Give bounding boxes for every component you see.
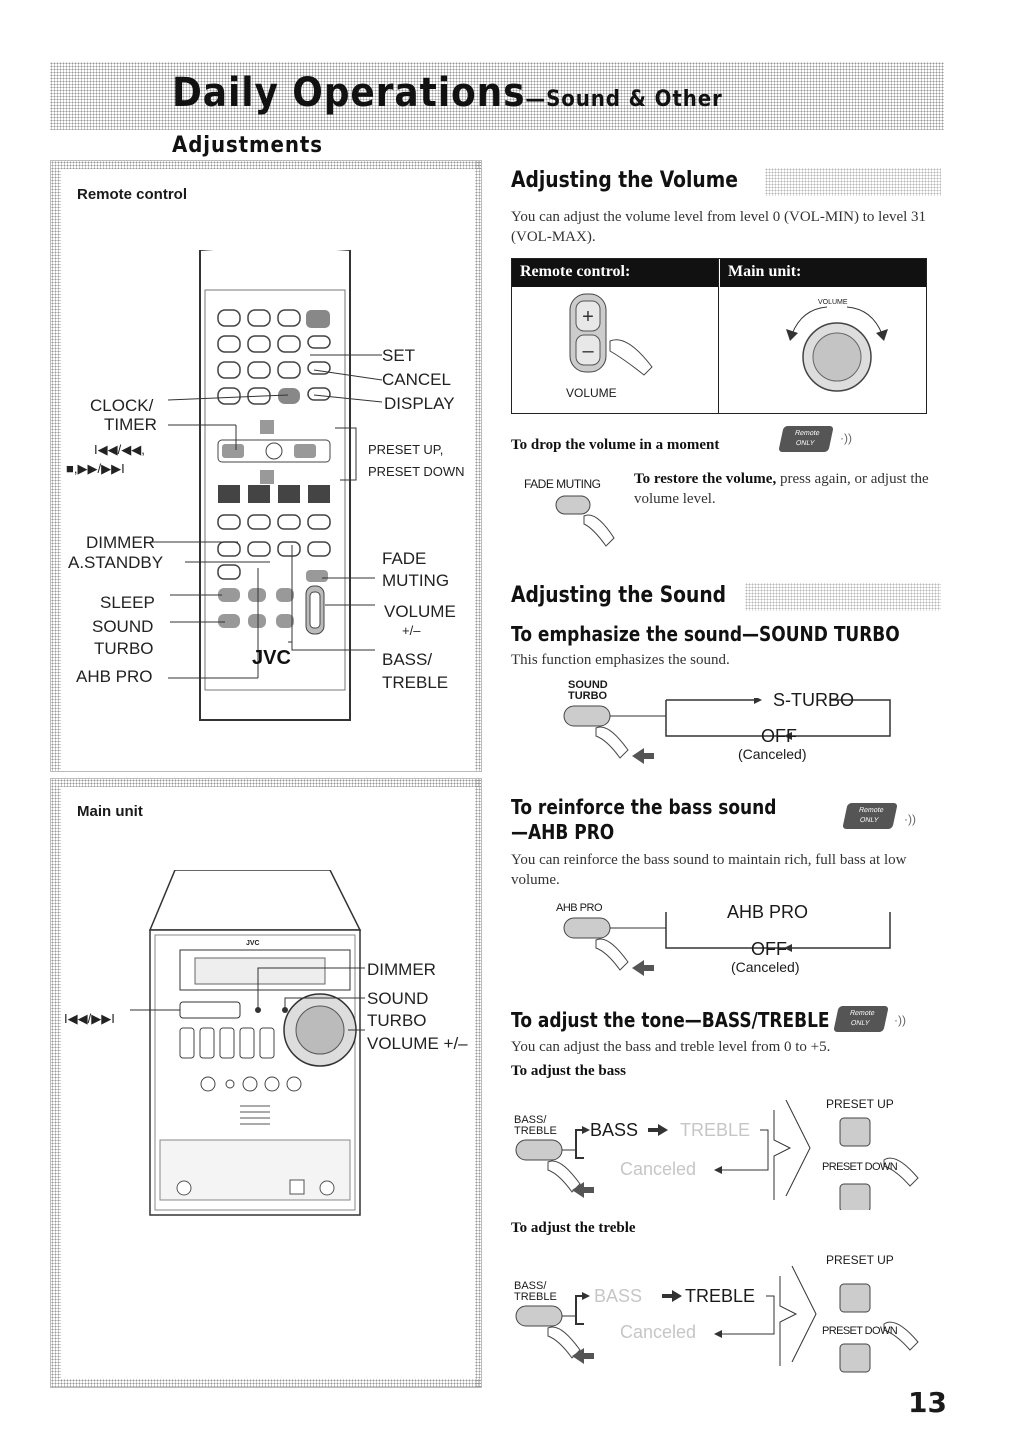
- bass-canceled: Canceled: [620, 1159, 697, 1179]
- remote-volume-button: + –: [569, 293, 653, 376]
- callout-astandby: A.STANDBY: [68, 553, 164, 572]
- restore-volume-text: To restore the volume, press again, or a…: [634, 471, 929, 507]
- tone-text: You can adjust the bass and treble level…: [511, 1039, 831, 1055]
- callout-timer: TIMER: [104, 415, 157, 434]
- callout-bass: BASS/: [382, 650, 433, 669]
- bass-preset-down: PRESET DOWN: [822, 1161, 898, 1173]
- sound-button-label-2: TURBO: [568, 690, 608, 702]
- callout-preset-up: PRESET UP,: [368, 442, 444, 457]
- callout-volume-pm: +/–: [402, 623, 421, 638]
- ahb-flow-diagram: [563, 912, 891, 976]
- volume-heading: Adjusting the Volume: [511, 168, 738, 193]
- volume-controls-table: Remote control: Main unit: + – VOLUME VO…: [511, 258, 927, 414]
- sound-button-label-1: SOUND: [568, 679, 608, 691]
- ahb-button-label: AHB PRO: [556, 902, 603, 914]
- callout-sound: SOUND: [92, 617, 154, 636]
- callout-display: DISPLAY: [384, 394, 455, 413]
- callout-play-fwd: ■,▶▶/▶▶I: [66, 461, 125, 476]
- table-header-remote: Remote control:: [512, 259, 718, 287]
- bass-inactive-label: BASS: [594, 1286, 643, 1306]
- callout-ahb: AHB PRO: [76, 667, 153, 686]
- main-callout-skip: I◀◀/▶▶I: [64, 1011, 115, 1026]
- remote-volume-caption: VOLUME: [566, 386, 617, 400]
- tone-heading: To adjust the tone—BASS/TREBLE: [511, 1008, 830, 1032]
- callout-clock: CLOCK/: [90, 396, 154, 415]
- main-callout-dimmer: DIMMER: [367, 960, 436, 979]
- main-unit-panel: [50, 778, 482, 1388]
- page-title: Daily Operations—Sound & Other Adjustmen…: [172, 70, 723, 158]
- turbo-state-on: S-TURBO: [773, 690, 854, 710]
- treble-active-label: TREBLE: [685, 1286, 756, 1306]
- treble-btn-label-2: TREBLE: [514, 1291, 557, 1303]
- main-unit-illustration: JVC: [130, 870, 365, 1216]
- ahb-state-on: AHB PRO: [727, 902, 809, 922]
- callout-volume: VOLUME: [384, 602, 456, 621]
- main-volume-knob: [786, 306, 888, 392]
- turbo-canceled: (Canceled): [738, 746, 807, 762]
- callout-cancel: CANCEL: [382, 370, 451, 389]
- svg-text:+: +: [582, 306, 594, 328]
- callout-treble: TREBLE: [382, 673, 449, 692]
- bass-active-label: BASS: [590, 1120, 639, 1140]
- table-header-main: Main unit:: [719, 259, 926, 287]
- callout-muting: MUTING: [382, 571, 450, 590]
- callout-fade: FADE: [382, 549, 427, 568]
- main-callout-turbo: TURBO: [367, 1011, 427, 1030]
- callout-preset-down: PRESET DOWN: [368, 464, 465, 479]
- bass-subheading: To adjust the bass: [511, 1063, 626, 1079]
- sound-heading: Adjusting the Sound: [511, 583, 727, 608]
- remote-control-panel: [50, 160, 482, 772]
- page-subtitle: —Sound & Other Adjustments: [172, 87, 723, 158]
- ahb-text: You can reinforce the bass sound to main…: [511, 852, 907, 888]
- fade-muting-label: FADE MUTING: [524, 477, 601, 491]
- sound-turbo-text: This function emphasizes the sound.: [511, 652, 730, 668]
- callout-dimmer: DIMMER: [86, 533, 155, 552]
- ahb-state-off: OFF: [751, 939, 787, 959]
- treble-flow-diagram: [515, 1265, 919, 1373]
- turbo-state-off: OFF: [761, 726, 797, 746]
- callout-skip-rev: I◀◀/◀◀,: [94, 442, 145, 457]
- bass-btn-label-2: TREBLE: [514, 1125, 557, 1137]
- fade-muting-button-icon: [555, 495, 615, 547]
- ahb-canceled: (Canceled): [731, 959, 800, 975]
- callout-sleep: SLEEP: [100, 593, 155, 612]
- main-callout-volume: VOLUME +/–: [367, 1034, 468, 1053]
- treble-inactive-label: TREBLE: [680, 1120, 751, 1140]
- remote-brand-logo: JVC: [252, 647, 291, 669]
- remote-illustration: JVC: [150, 250, 383, 721]
- treble-canceled: Canceled: [620, 1322, 697, 1342]
- signal-icon: ·)): [904, 812, 916, 826]
- signal-icon: ·)): [894, 1013, 906, 1027]
- main-callout-sound: SOUND: [367, 989, 429, 1008]
- signal-icon: ·)): [840, 431, 852, 445]
- treble-subheading: To adjust the treble: [511, 1220, 636, 1236]
- main-panel-label: Main unit: [77, 803, 143, 820]
- ahb-heading-1: To reinforce the bass sound: [511, 795, 777, 819]
- sound-turbo-heading: To emphasize the sound—SOUND TURBO: [511, 622, 900, 646]
- treble-btn-label-1b: BASS/: [514, 1280, 547, 1292]
- page-header-banner: Daily Operations—Sound & Other Adjustmen…: [50, 62, 944, 158]
- bass-flow-diagram: [515, 1100, 919, 1210]
- volume-text: You can adjust the volume level from lev…: [511, 209, 927, 245]
- bass-preset-up: PRESET UP: [826, 1097, 894, 1111]
- callout-set: SET: [382, 346, 416, 365]
- bass-btn-label-1: BASS/: [514, 1114, 547, 1126]
- callout-turbo: TURBO: [94, 639, 154, 658]
- treble-preset-up: PRESET UP: [826, 1253, 894, 1267]
- sound-turbo-flow-diagram: [563, 698, 891, 764]
- drop-volume-heading: To drop the volume in a moment: [511, 437, 720, 453]
- svg-text:–: –: [582, 340, 594, 362]
- svg-text:JVC: JVC: [246, 940, 260, 947]
- main-volume-caption: VOLUME: [818, 299, 848, 306]
- treble-preset-down: PRESET DOWN: [822, 1325, 898, 1337]
- remote-panel-label: Remote control: [77, 186, 188, 203]
- page-number: 13: [908, 1386, 947, 1419]
- ahb-heading-2: —AHB PRO: [511, 820, 615, 844]
